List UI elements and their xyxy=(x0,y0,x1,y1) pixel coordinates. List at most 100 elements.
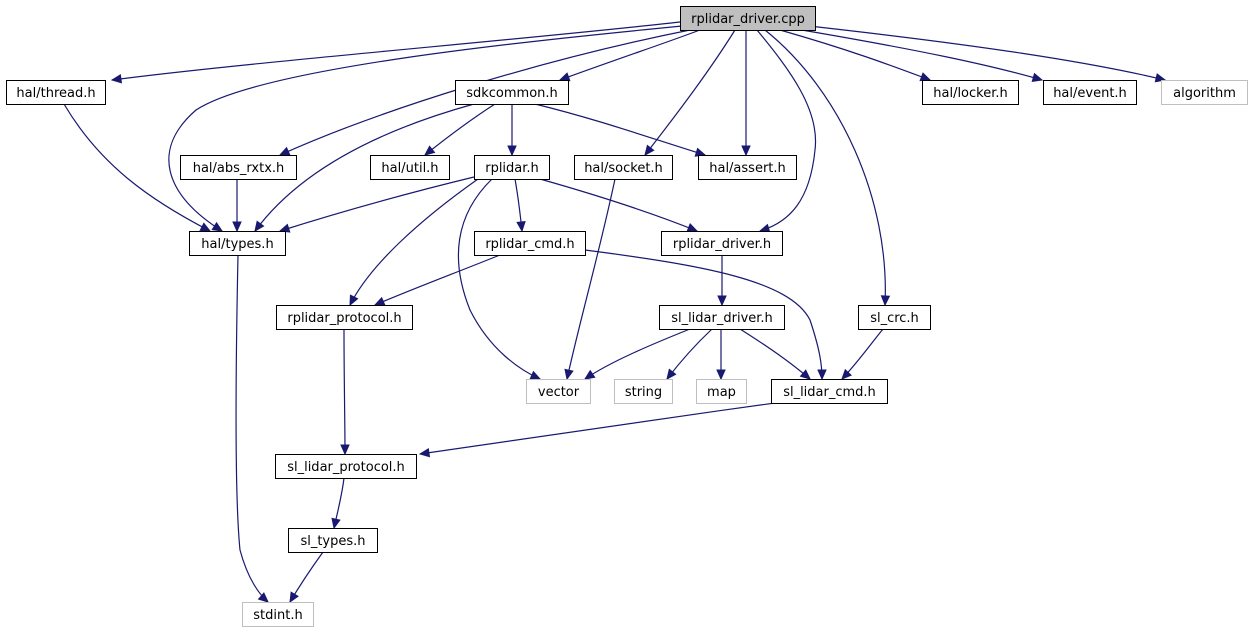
arrowhead xyxy=(199,222,212,232)
edge-rplidar_driver_cpp-to-hal_socket_h xyxy=(644,29,736,156)
edge-line xyxy=(419,402,776,455)
arrowhead xyxy=(516,221,526,233)
edge-hal_thread_h-to-hal_types_h xyxy=(63,103,212,232)
edge-sdkcommon_h-to-rplidar_h xyxy=(507,103,517,157)
node-hal-util-h[interactable]: hal/util.h xyxy=(370,155,450,180)
node-sdkcommon-h[interactable]: sdkcommon.h xyxy=(455,80,569,105)
edge-rplidar_driver_cpp-to-sl_crc_h xyxy=(764,29,891,307)
node-label: hal/util.h xyxy=(381,161,438,176)
edge-line xyxy=(534,103,706,156)
node-label: sl_crc.h xyxy=(870,311,919,326)
edge-line xyxy=(779,29,931,81)
arrowhead xyxy=(349,294,359,307)
node-box xyxy=(771,379,888,404)
node-box xyxy=(698,155,797,180)
edge-line xyxy=(539,178,698,232)
node-algorithm[interactable]: algorithm xyxy=(1161,80,1248,105)
node-hal-abs-rxtx-h[interactable]: hal/abs_rxtx.h xyxy=(180,155,297,180)
edge-rplidar_h-to-rplidar_cmd_h xyxy=(514,178,526,233)
edge-line xyxy=(644,29,736,156)
node-hal-socket-h[interactable]: hal/socket.h xyxy=(574,155,673,180)
node-rplidar-h[interactable]: rplidar.h xyxy=(474,155,550,180)
node-label: rplidar_driver.cpp xyxy=(691,12,805,27)
node-box xyxy=(526,379,591,404)
edge-rplidar_protocol_h-to-sl_lidar_protocol_h xyxy=(340,328,350,456)
node-label: stdint.h xyxy=(253,608,302,623)
node-box xyxy=(661,231,783,256)
edge-line xyxy=(457,178,541,380)
arrowhead xyxy=(373,296,386,306)
node-rplidar-protocol-h[interactable]: rplidar_protocol.h xyxy=(276,305,413,330)
edge-line xyxy=(111,21,681,81)
arrowhead xyxy=(257,592,269,603)
node-box xyxy=(680,6,816,31)
edge-line xyxy=(584,249,823,380)
node-box xyxy=(189,231,286,256)
arrowhead xyxy=(716,369,726,381)
edge-line xyxy=(279,176,475,232)
node-label: vector xyxy=(538,385,580,400)
edge-line xyxy=(789,27,1043,81)
node-sl-lidar-protocol-h[interactable]: sl_lidar_protocol.h xyxy=(275,454,417,479)
node-stdint-h[interactable]: stdint.h xyxy=(242,602,314,627)
node-hal-event-h[interactable]: hal/event.h xyxy=(1043,80,1137,105)
edge-rplidar_h-to-rplidar_protocol_h xyxy=(349,178,479,307)
node-box xyxy=(180,155,297,180)
node-box xyxy=(922,80,1019,105)
arrowhead xyxy=(717,295,727,307)
node-rplidar-driver-h[interactable]: rplidar_driver.h xyxy=(661,231,783,256)
node-sl-crc-h[interactable]: sl_crc.h xyxy=(858,305,931,330)
node-sl-lidar-cmd-h[interactable]: sl_lidar_cmd.h xyxy=(771,379,888,404)
node-label: sl_types.h xyxy=(300,534,365,549)
node-label: hal/socket.h xyxy=(584,161,663,176)
node-label: sl_lidar_protocol.h xyxy=(287,460,405,475)
node-hal-types-h[interactable]: hal/types.h xyxy=(189,231,286,256)
edge-line xyxy=(424,103,496,156)
node-hal-thread-h[interactable]: hal/thread.h xyxy=(6,80,106,105)
edge-line xyxy=(349,178,479,306)
node-map[interactable]: map xyxy=(696,379,747,404)
node-label: sdkcommon.h xyxy=(466,86,558,101)
arrowhead xyxy=(644,144,655,156)
node-box xyxy=(288,528,378,553)
edge-rplidar_driver_cpp-to-hal_thread_h xyxy=(110,21,681,84)
edge-line xyxy=(168,25,683,232)
arrowhead xyxy=(289,591,299,604)
edge-line xyxy=(799,24,1166,81)
edge-rplidar_cmd_h-to-sl_lidar_cmd_h xyxy=(584,249,827,381)
node-label: hal/event.h xyxy=(1053,86,1127,101)
node-label: rplidar_driver.h xyxy=(673,237,771,252)
edge-sl_lidar_protocol_h-to-sl_types_h xyxy=(331,477,345,530)
node-label: hal/abs_rxtx.h xyxy=(193,161,285,176)
arrowhead xyxy=(817,369,827,381)
node-box xyxy=(614,379,673,404)
node-box xyxy=(242,602,314,627)
arrowhead xyxy=(799,369,811,380)
edge-rplidar_driver_h-to-sl_lidar_driver_h xyxy=(717,255,727,307)
node-sl-lidar-driver-h[interactable]: sl_lidar_driver.h xyxy=(659,305,785,330)
node-hal-locker-h[interactable]: hal/locker.h xyxy=(922,80,1019,105)
node-rplidar-cmd-h[interactable]: rplidar_cmd.h xyxy=(474,231,586,256)
arrowhead xyxy=(110,74,123,84)
node-string[interactable]: string xyxy=(614,379,673,404)
edge-sl_types_h-to-stdint_h xyxy=(289,551,324,604)
node-sl-types-h[interactable]: sl_types.h xyxy=(288,528,378,553)
arrowhead xyxy=(507,145,517,157)
node-box xyxy=(6,80,106,105)
edge-hal_abs_rxtx_h-to-hal_types_h xyxy=(232,179,242,233)
arrowhead xyxy=(340,444,350,456)
arrowhead xyxy=(666,368,677,380)
node-box xyxy=(370,155,450,180)
node-rplidar-driver-cpp[interactable]: rplidar_driver.cpp xyxy=(680,6,816,31)
node-hal-assert-h[interactable]: hal/assert.h xyxy=(698,155,797,180)
node-box xyxy=(474,231,586,256)
edge-rplidar_driver_cpp-to-algorithm xyxy=(799,24,1167,83)
edge-rplidar_cmd_h-to-rplidar_protocol_h xyxy=(373,254,501,306)
node-label: string xyxy=(625,385,662,400)
arrowhead xyxy=(424,145,436,156)
node-vector[interactable]: vector xyxy=(526,379,591,404)
edge-sl_lidar_driver_h-to-map xyxy=(716,329,726,381)
edge-sl_lidar_driver_h-to-sl_lidar_cmd_h xyxy=(739,328,811,380)
edge-line xyxy=(841,328,884,380)
arrowhead xyxy=(254,220,265,232)
